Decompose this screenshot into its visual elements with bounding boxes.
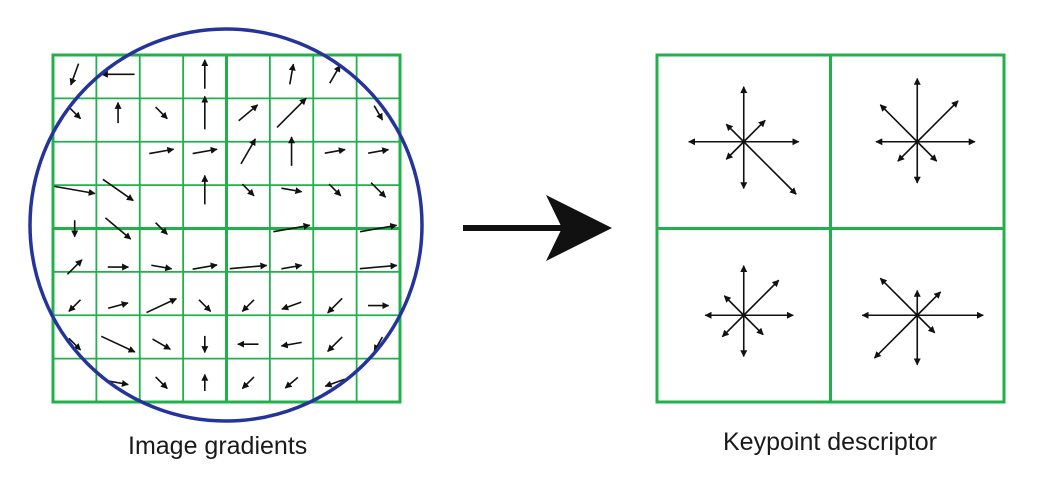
histogram-bin-arrow: [743, 119, 766, 143]
histogram-bin-arrow: [743, 141, 797, 195]
orientation-histogram: [861, 277, 984, 366]
grid-border: [51, 53, 402, 404]
descriptor-border: [655, 53, 1006, 404]
histogram-bin-arrow: [916, 314, 936, 334]
gradient-arrow: [370, 182, 387, 198]
gradient-arrow: [359, 262, 398, 270]
gradient-arrow: [68, 299, 82, 313]
gradient-arrow: [69, 63, 80, 86]
gradient-arrow: [68, 337, 82, 351]
histogram-bin-arrow: [916, 141, 938, 162]
gradient-arrow: [155, 376, 168, 390]
histogram-bin-arrow: [916, 291, 942, 316]
gradient-arrow: [281, 187, 303, 195]
gradient-arrow: [276, 97, 307, 128]
histogram-bin-arrow: [743, 314, 764, 336]
image-gradients-caption: Image gradients: [128, 432, 308, 460]
gradient-arrow: [104, 217, 132, 240]
gradient-arrows: [54, 59, 398, 391]
gradient-arrow: [198, 299, 212, 313]
gradient-arrow: [151, 264, 173, 272]
gradient-arrow: [281, 301, 302, 311]
gradient-arrow: [373, 105, 384, 121]
gradient-arrow: [107, 301, 129, 310]
gradient-arrow: [240, 138, 257, 165]
gradient-arrow: [241, 299, 255, 313]
histogram-bin-arrow: [879, 277, 918, 316]
histogram-bin-arrow: [725, 123, 745, 143]
gradient-arrow: [54, 185, 96, 196]
gradient-arrow: [238, 104, 259, 122]
keypoint-descriptor-caption: Keypoint descriptor: [723, 428, 938, 456]
histogram-bin-arrow: [725, 141, 745, 160]
gradient-arrow: [155, 106, 168, 120]
histogram-bin-arrow: [897, 141, 918, 162]
gradient-arrow: [324, 378, 345, 388]
orientation-histogram: [704, 265, 794, 358]
histogram-bin-arrow: [879, 104, 918, 143]
gradient-arrow: [192, 146, 218, 155]
gradient-arrow: [152, 338, 171, 351]
gradient-arrow: [280, 341, 302, 349]
histogram-bin-arrow: [873, 314, 918, 359]
keypoint-descriptor-grid: [655, 53, 1006, 404]
gradient-arrow: [155, 222, 168, 235]
gradient-arrow: [241, 376, 255, 390]
gradient-arrow: [324, 147, 346, 155]
gradient-arrow: [68, 106, 82, 120]
gradient-arrow: [66, 259, 83, 275]
orientation-histogram: [875, 77, 976, 184]
gradient-arrow: [329, 64, 341, 84]
gradient-arrow: [107, 379, 129, 387]
gradient-arrow: [100, 335, 136, 353]
gradient-arrow: [327, 297, 343, 314]
gradient-arrow: [284, 376, 299, 389]
gradient-arrow: [359, 222, 398, 233]
gradient-arrow: [368, 147, 390, 155]
histogram-bin-arrow: [743, 279, 780, 316]
transform-arrow: [463, 195, 612, 261]
gradient-arrow: [328, 183, 342, 197]
orientation-histogram: [688, 86, 800, 195]
gradient-arrow: [327, 336, 343, 353]
gradient-arrow: [192, 262, 218, 270]
gradient-arrow: [373, 336, 384, 352]
histogram-bin-arrow: [723, 295, 745, 316]
histogram-bin-arrow: [721, 314, 745, 338]
gaussian-window-circle: [28, 27, 424, 423]
gradient-arrow: [102, 178, 134, 202]
image-gradients-grid: [51, 53, 402, 404]
gradient-arrow: [273, 222, 311, 233]
gradient-arrow: [241, 183, 255, 197]
gradient-arrow: [149, 146, 175, 155]
gradient-arrow: [288, 63, 296, 85]
gradient-arrow: [146, 297, 178, 314]
gradient-arrow: [281, 262, 303, 270]
gradient-arrow: [229, 262, 268, 270]
orientation-histograms: [688, 77, 984, 366]
histogram-bin-arrow: [916, 100, 959, 143]
